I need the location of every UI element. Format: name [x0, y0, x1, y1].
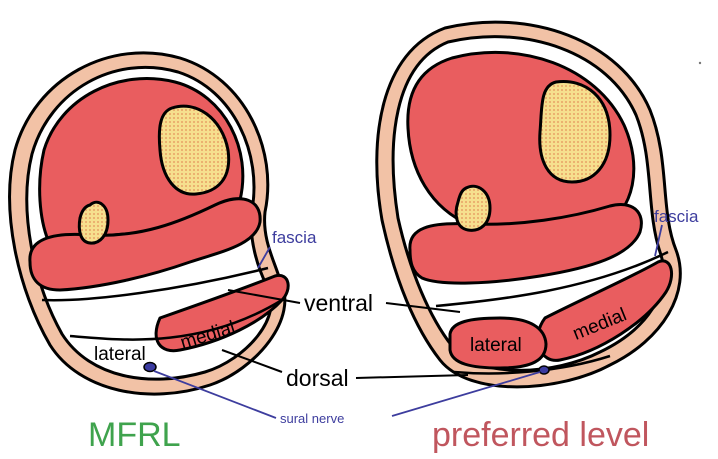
sural-nerve-label: sural nerve [280, 411, 344, 426]
dorsal-label: dorsal [286, 365, 349, 391]
dorsal-fascia-left [69, 298, 283, 341]
fibula-left [77, 200, 110, 245]
ventral-fascia-right [435, 250, 669, 308]
sural-nerve-right [538, 365, 550, 375]
lateral-label-left: lateral [94, 344, 146, 365]
fascia-label-right: fascia [654, 207, 699, 226]
tibia-right [538, 80, 612, 184]
dorsal-fascia-right [453, 354, 611, 375]
sural-leader-left [153, 370, 277, 419]
tibia-left [157, 104, 231, 196]
lateral-muscle-right [448, 316, 548, 370]
dorsal-leader-left [221, 349, 283, 373]
dorsal-leader-right [355, 374, 469, 379]
speck-dot [698, 61, 702, 65]
caption-mfrl: MFRL [88, 416, 181, 454]
lateral-label-right: lateral [470, 335, 522, 356]
caption-preferred-level: preferred level [432, 416, 649, 454]
fascia-leader-right [654, 224, 663, 257]
ventral-leader-left [227, 289, 301, 304]
medial-muscle-right [536, 259, 674, 362]
ventral-leader-right [385, 302, 461, 313]
shared-leader-lines [153, 289, 541, 419]
mfrl-cross-section [8, 51, 290, 396]
fascia-label-left: fascia [272, 228, 317, 247]
ventral-fascia-left [41, 266, 269, 302]
preferred-level-cross-section [375, 20, 702, 389]
fascia-leader-left [257, 246, 271, 269]
sural-nerve-left [143, 361, 157, 373]
fibula-right [454, 184, 492, 232]
ventral-label: ventral [304, 290, 373, 316]
sural-leader-right [391, 371, 541, 417]
